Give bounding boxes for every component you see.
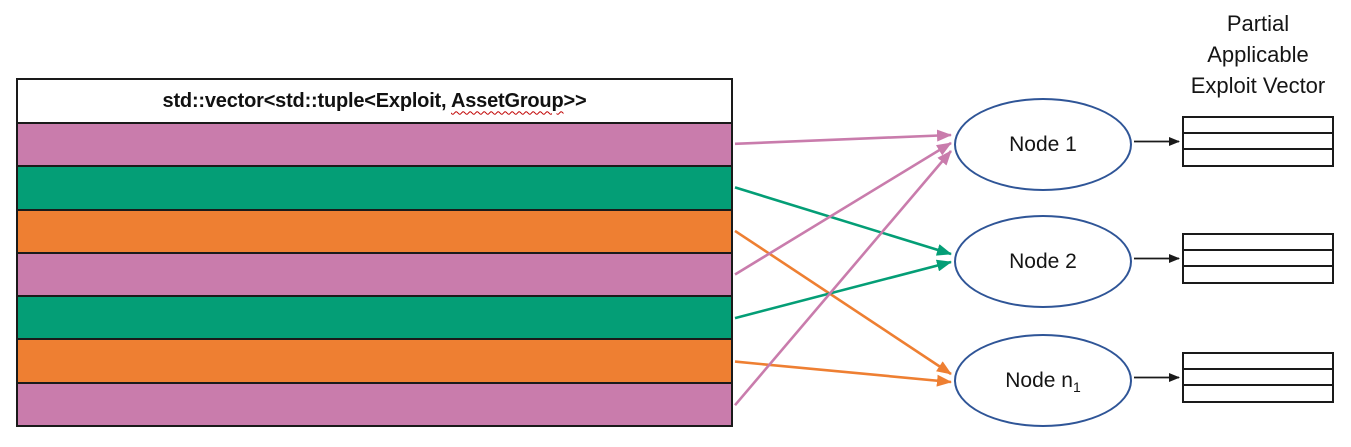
table-row — [1184, 265, 1332, 281]
vector-row-5-green — [18, 295, 731, 339]
table-row — [1184, 148, 1332, 164]
node-1-label: Node 1 — [1009, 132, 1077, 156]
vector-title-prefix: std::vector<std::tuple<Exploit, — [162, 89, 451, 112]
vector-title: std::vector<std::tuple<Exploit, AssetGro… — [18, 80, 731, 122]
partial-exploit-vector-table-3 — [1182, 351, 1334, 403]
output-label-line1: Partial — [1226, 11, 1290, 36]
vector-rows — [18, 122, 731, 425]
vector-title-suffix: >> — [563, 89, 587, 112]
table-row — [1184, 118, 1332, 132]
arrow-row2-to-node2 — [734, 186, 952, 256]
exploit-tuple-vector-box: std::vector<std::tuple<Exploit, AssetGro… — [16, 78, 733, 427]
output-label: Partial Applicable Exploit Vector — [1158, 8, 1351, 101]
output-label-line3: Exploit Vector — [1190, 73, 1326, 98]
node-ellipse-2: Node 2 — [954, 215, 1132, 308]
table-row — [1184, 354, 1332, 368]
table-row — [1184, 235, 1332, 249]
node-ellipse-1: Node 1 — [954, 98, 1132, 191]
arrow-row3-to-node3 — [734, 229, 952, 376]
node-n1-label: Node n — [1005, 368, 1073, 392]
table-row — [1184, 367, 1332, 384]
node-ellipse-n1: Node n1 — [954, 334, 1132, 427]
arrow-row5-to-node2 — [734, 259, 952, 320]
vector-row-1-pink — [18, 122, 731, 166]
table-row — [1184, 131, 1332, 148]
vector-row-4-pink — [18, 251, 731, 296]
table-row — [1184, 384, 1332, 400]
arrow-row1-to-node1 — [734, 129, 952, 146]
arrow-row4-to-node1 — [734, 141, 952, 276]
partial-exploit-vector-table-1 — [1182, 115, 1334, 167]
table-row — [1184, 248, 1332, 265]
vector-row-3-orange — [18, 208, 731, 252]
partial-exploit-vector-table-2 — [1182, 232, 1334, 284]
vector-row-2-green — [18, 165, 731, 209]
vector-row-7-pink — [18, 381, 731, 425]
vector-title-underlined-word: AssetGroup — [451, 89, 564, 112]
node-2-label: Node 2 — [1009, 249, 1077, 273]
output-label-line2: Applicable — [1207, 42, 1309, 67]
node-n1-subscript: 1 — [1072, 378, 1081, 395]
arrow-row6-to-node3 — [734, 360, 952, 387]
vector-row-6-orange — [18, 338, 731, 382]
arrow-row7-to-node1 — [734, 150, 952, 407]
